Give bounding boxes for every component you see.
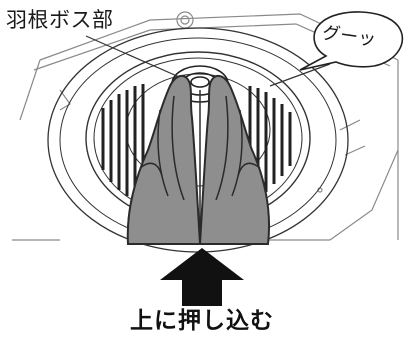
instruction-label: 上に押し込む: [130, 308, 274, 334]
fan-boss-label: 羽根ボス部: [6, 8, 114, 32]
speech-bubble: [299, 11, 404, 71]
pressing-hands-icon: [126, 75, 271, 245]
up-arrow-icon: [160, 248, 244, 306]
finger-lines: [139, 90, 261, 244]
leader-lines: [85, 35, 331, 87]
